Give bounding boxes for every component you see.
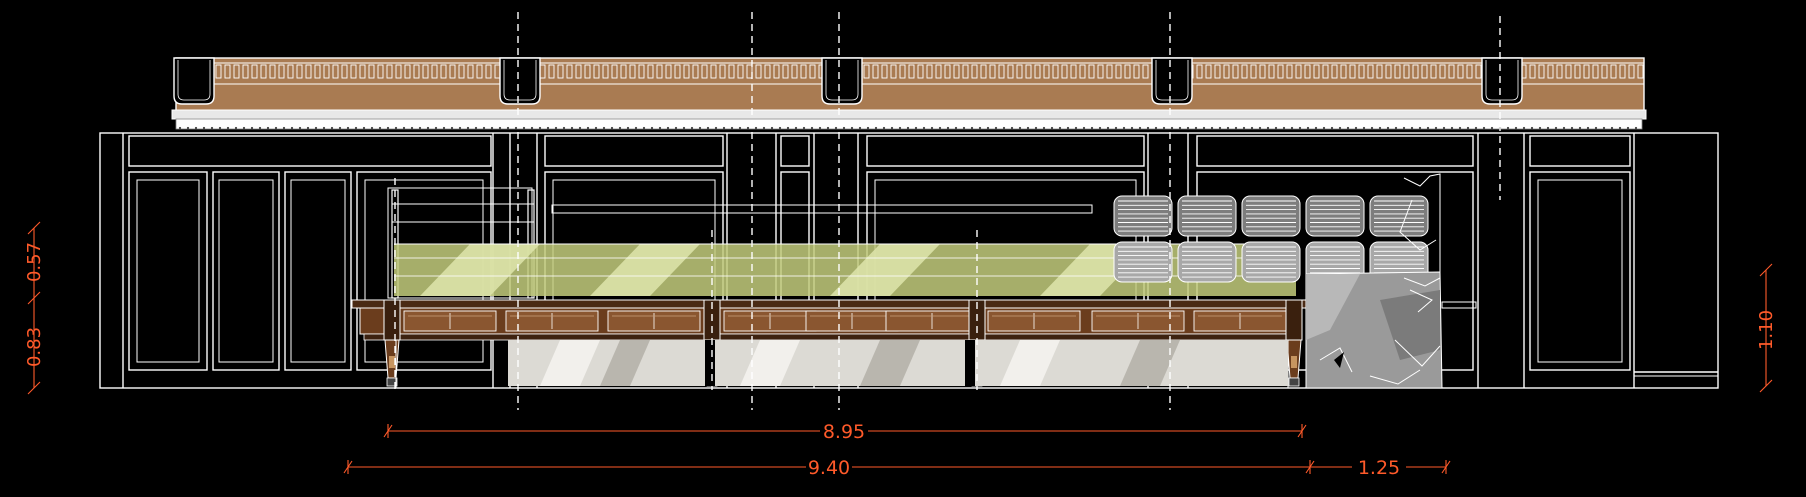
dentil-row — [179, 64, 1644, 79]
counter-leg — [1285, 299, 1303, 387]
stone-sculpture — [1305, 173, 1477, 389]
dimension-annotations: 8.95 9.40 1.25 0.83 0.57 1.10 — [24, 221, 1777, 479]
drawer — [723, 310, 817, 332]
basket — [1177, 195, 1237, 237]
display-cabinet — [387, 187, 1429, 299]
cornice-bead-row — [178, 126, 1638, 130]
dim-label-right-height: 1.10 — [1756, 310, 1777, 350]
drawer — [403, 310, 497, 332]
dim-label-left-lower: 0.83 — [24, 327, 45, 367]
basket — [1177, 241, 1237, 283]
cornice-blocks — [173, 57, 1523, 105]
drawer-row — [403, 310, 1287, 332]
dim-label-counter-length: 8.95 — [823, 421, 865, 443]
basket-shelves — [1113, 195, 1429, 283]
drawer — [505, 310, 599, 332]
center-lines — [394, 12, 1501, 410]
dim-label-overall-length: 9.40 — [808, 457, 850, 479]
basket — [1241, 195, 1301, 237]
drawer — [885, 310, 979, 332]
drawer — [1193, 310, 1287, 332]
drawer — [1091, 310, 1185, 332]
drawer — [987, 310, 1081, 332]
cornice — [171, 57, 1647, 130]
under-counter-glass — [508, 340, 1288, 386]
basket — [1305, 195, 1365, 237]
drawer — [607, 310, 701, 332]
dim-label-side-length: 1.25 — [1358, 457, 1400, 479]
basket — [1305, 241, 1365, 283]
basket — [1113, 241, 1173, 283]
basket — [1241, 241, 1301, 283]
basket — [1369, 195, 1429, 237]
drawer — [805, 310, 899, 332]
basket — [1113, 195, 1173, 237]
wood-counter — [351, 299, 1313, 388]
counter-leg — [383, 299, 401, 387]
dim-label-left-upper: 0.57 — [24, 242, 45, 282]
